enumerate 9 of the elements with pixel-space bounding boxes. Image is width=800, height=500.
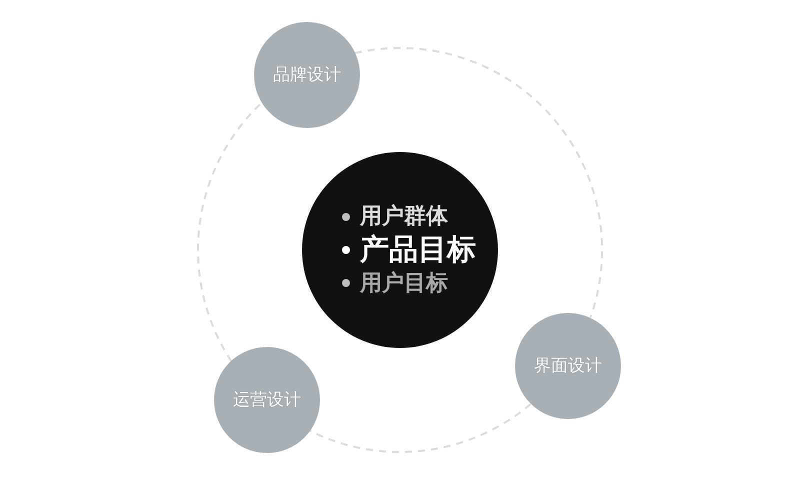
list-item: 产品目标: [360, 233, 476, 267]
orbit-arc: [197, 102, 263, 362]
circle-label: 品牌设计: [273, 64, 341, 86]
circle-label: 运营设计: [233, 390, 301, 410]
orbit-arc: [354, 47, 603, 318]
list-item: 用户目标: [360, 270, 448, 296]
circle-label: 界面设计: [534, 356, 602, 376]
list-item: 用户群体: [360, 204, 448, 230]
orbit-arc: [310, 403, 532, 453]
